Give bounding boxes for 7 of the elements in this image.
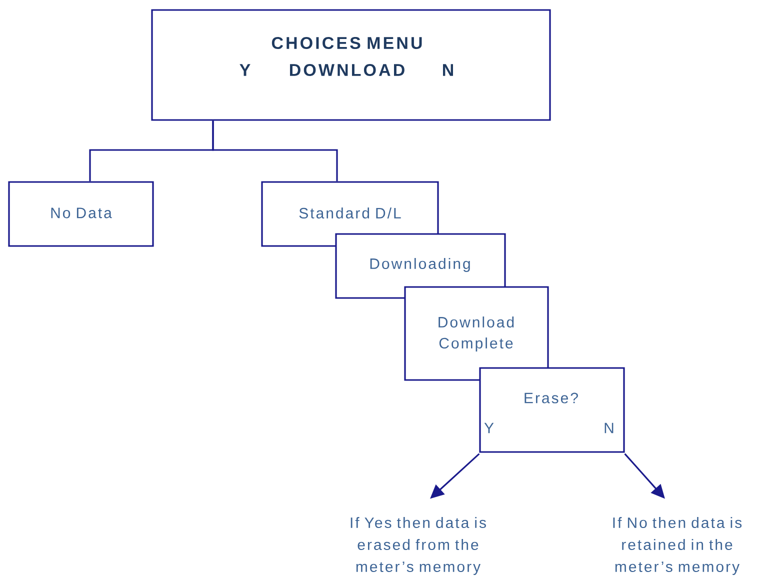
process-box: No Data	[8, 181, 154, 247]
connector-line	[212, 120, 338, 182]
process-box: Erase? Y N	[479, 367, 625, 453]
note-text: If No then data is retained in the meter’s memory	[613, 517, 742, 575]
menu-box: CHOICES MENU Y DOWNLOAD N	[151, 9, 551, 121]
note-text: If Yes then data is erased from the meter’s memory	[350, 517, 486, 575]
process-box: Download Complete	[404, 286, 549, 381]
